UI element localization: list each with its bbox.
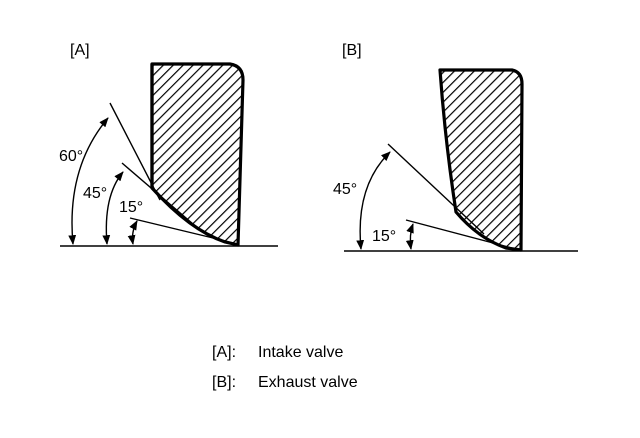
line-15-deg — [129, 217, 239, 245]
legend-row-intake: [A]: Intake valve — [212, 343, 343, 363]
line-45-deg — [121, 162, 201, 231]
line-60-deg — [109, 102, 161, 201]
figure-a-label: [A] — [70, 42, 90, 59]
line-15-deg-exhaust — [405, 219, 513, 249]
figure-b: [B] 45° 15° — [333, 42, 578, 252]
legend-key-a: [A]: — [212, 344, 237, 361]
legend-key-b: [B]: — [212, 374, 237, 391]
legend-text-intake: Intake valve — [258, 344, 344, 361]
angle-label-15: 15° — [119, 199, 143, 216]
legend-row-exhaust: [B]: Exhaust valve — [212, 373, 358, 393]
angle-label-15-exhaust: 15° — [372, 228, 396, 245]
angle-label-45-exhaust: 45° — [333, 181, 357, 198]
arc-15-deg — [127, 220, 138, 245]
arc-60-deg — [68, 117, 109, 245]
angle-label-60: 60° — [59, 148, 83, 165]
figure-b-label: [B] — [342, 42, 362, 59]
arc-15-deg-exhaust — [405, 223, 414, 250]
arc-45-deg-exhaust — [356, 151, 391, 250]
figure-a: [A] 60° 45° 15° — [59, 42, 278, 247]
line-45-deg-exhaust — [387, 143, 485, 235]
exhaust-valve-section — [438, 68, 524, 252]
arc-45-deg — [102, 171, 124, 245]
intake-valve-section — [150, 62, 245, 247]
legend-text-exhaust: Exhaust valve — [258, 374, 358, 391]
angle-label-45: 45° — [83, 185, 107, 202]
